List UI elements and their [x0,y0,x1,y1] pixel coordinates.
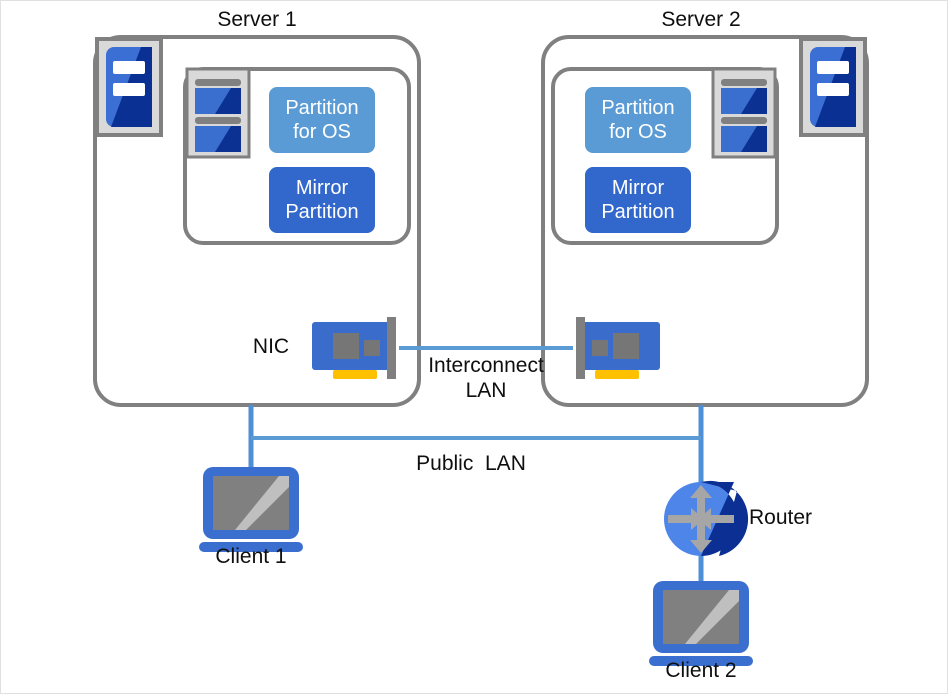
server-1-boundary [93,35,421,407]
interconnect-lan-label-line1: Interconnect [428,354,544,377]
interconnect-lan-label-line2: LAN [465,379,507,402]
public-lan-wiring [248,405,704,583]
server-1-partition-os-box [269,87,375,153]
server-1-mirror-partition-box [269,167,375,233]
public-lan-label: Public LAN [416,452,526,475]
router-label: Router [749,506,813,529]
server-2-title: Server 2 [661,8,741,31]
server-2-nic-icon [576,317,660,379]
router-icon [664,480,749,556]
server-2-mirror-partition-label: Mirror Partition [601,177,675,223]
server-1-nic-icon [312,317,396,379]
server-2-partition-os-box [585,87,691,153]
server-2-mirror-partition-box [585,167,691,233]
client-2-label: Client 2 [665,659,737,682]
nic-label: NIC [252,335,290,358]
server-1-partition-os-label: Partition for OS [285,97,359,143]
server-1-disk-array-icon [185,67,251,159]
server-2-boundary [541,35,869,407]
server-2-disk-array-icon [711,67,777,159]
client-1-monitor-icon [199,467,303,552]
client-1-label: Client 1 [215,545,287,568]
server-1-title: Server 1 [217,8,297,31]
client-2-monitor-icon [649,581,753,666]
server-1-server-icon [95,37,163,137]
server-1-mirror-partition-label: Mirror Partition [285,177,359,223]
server-2-partition-os-label: Partition for OS [601,97,675,143]
server-2-server-icon [799,37,867,137]
